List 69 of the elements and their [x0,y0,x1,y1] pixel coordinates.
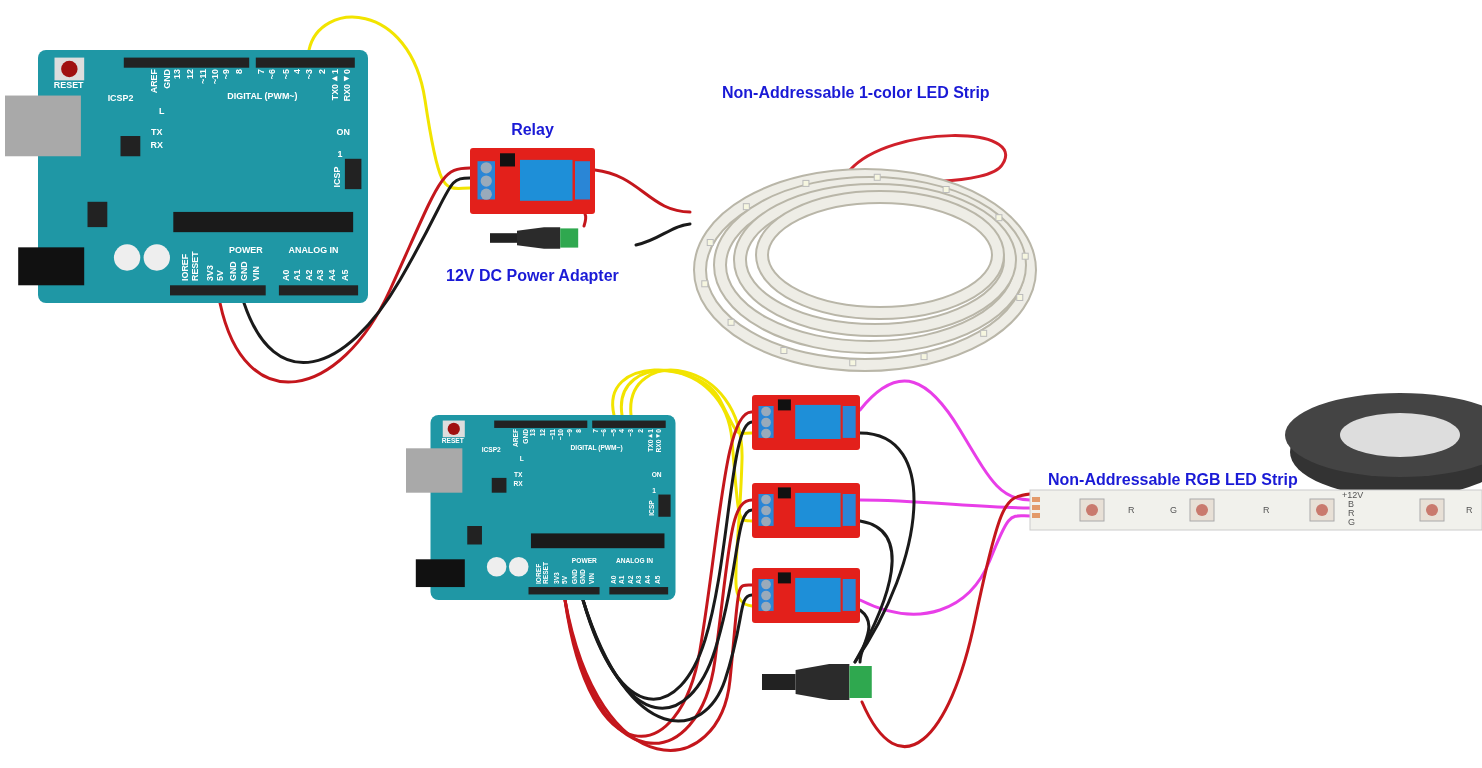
wire [582,212,588,228]
pin-label: ~11 [198,68,208,84]
pin-label: 5V [215,270,224,282]
pin-label: A4 [327,270,337,282]
pin-label: 3V3 [205,265,215,282]
wire [853,519,894,664]
led-label: RX [150,140,163,150]
pin-label: A3 [315,270,325,282]
pin-label: IOREF [180,254,190,282]
pin-label: 8 [234,68,244,74]
section-label: DIGITAL (PWM~) [227,91,298,100]
wire [581,508,754,710]
pin-label: 7 [256,68,266,74]
wire [611,368,754,435]
pin-label: ~6 [267,68,277,80]
pad-label: G [1170,506,1177,515]
led-label: ON [336,127,350,137]
header-label: ICSP2 [107,93,134,103]
component-label: 12V DC Power Adapter [446,268,619,284]
pin-label: GND [228,261,238,282]
component-label: Relay [511,122,554,138]
pad-label: B [1348,500,1354,509]
wire [218,166,472,384]
pin-label: A2 [304,270,314,282]
wire [563,498,754,745]
pin-label: ~10 [210,68,219,85]
wire [563,410,754,738]
led-label: L [159,106,165,116]
wire [620,369,754,523]
wire [634,222,692,247]
pin-label: A0 [281,270,290,282]
pad-label: G [1348,518,1355,527]
pin-label: GND [239,261,249,282]
pin-label: 13 [172,68,182,79]
pin-label: 4 [292,68,302,74]
pin-label: 2 [317,68,327,74]
wire [581,420,754,701]
pad-label: R [1128,506,1135,515]
pad-label: R [1348,509,1355,518]
pin-label: 1 [337,149,343,159]
wire [242,176,472,364]
pin-label: ~9 [221,68,231,80]
pad-label: R [1263,506,1270,515]
wire [858,608,871,664]
pin-label: A5 [340,270,350,282]
pin-label: ~5 [281,68,290,80]
led-label: TX [151,127,163,137]
component-label: Non-Addressable RGB LED Strip [1048,472,1298,488]
pin-label: 12 [185,68,195,79]
pin-label: RX0◄0 [342,68,351,102]
wire [629,368,754,608]
pin-label: AREF [149,68,158,94]
pad-label: R [1466,506,1473,515]
wire [563,583,754,752]
pin-label: GND [162,68,172,89]
pad-label: +12V [1342,491,1364,500]
pin-label: ~3 [304,68,314,80]
wire [581,593,754,723]
wire [307,15,472,190]
component-label: Non-Addressable 1-color LED Strip [722,85,990,101]
button-label: RESET [53,80,84,90]
wire [860,492,1032,748]
pin-label: A1 [292,270,302,282]
pin-label: TX0►1 [330,68,340,101]
pin-label: RESET [190,251,200,282]
section-label: ANALOG IN [288,245,339,255]
pin-label: VIN [251,266,261,282]
header-label: ICSP [332,166,342,187]
section-label: POWER [229,245,263,255]
